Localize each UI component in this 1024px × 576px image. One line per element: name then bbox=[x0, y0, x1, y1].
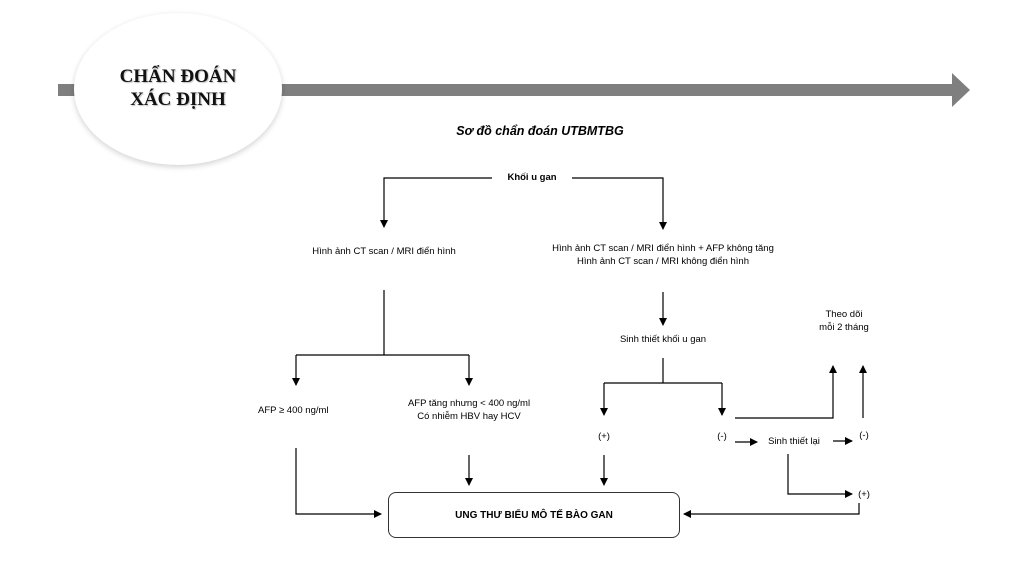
node-root: Khối u gan bbox=[507, 172, 557, 183]
node-positive: (+) bbox=[598, 431, 610, 442]
node-afp-mid-line2: Có nhiễm HBV hay HCV bbox=[417, 411, 521, 422]
node-biopsy: Sinh thiết khối u gan bbox=[619, 334, 707, 345]
header-circle bbox=[74, 13, 282, 165]
connector-root-right bbox=[572, 177, 667, 230]
node-afp-mid-line1: AFP tăng nhưng < 400 ng/ml bbox=[407, 398, 531, 409]
node-afp-high: AFP ≥ 400 ng/ml bbox=[258, 405, 329, 416]
banner-arrow-shaft bbox=[58, 84, 958, 96]
node-right-branch-line2: Hình ảnh CT scan / MRI không điển hình bbox=[577, 256, 749, 267]
node-negative: (-) bbox=[717, 431, 727, 442]
node-right-branch-line1: Hình ảnh CT scan / MRI điển hình + AFP k… bbox=[552, 243, 774, 254]
connector-rebiopsy-positive bbox=[787, 454, 853, 498]
node-rebiopsy-negative: (-) bbox=[859, 430, 869, 441]
result-box: UNG THƯ BIỂU MÔ TẾ BÀO GAN bbox=[388, 492, 680, 538]
node-rebiopsy-positive: (+) bbox=[858, 489, 870, 500]
banner-arrow-head bbox=[952, 73, 970, 107]
header-title-line1: CHẨN ĐOÁN bbox=[119, 66, 237, 87]
diagram-title: Sơ đồ chẩn đoán UTBMTBG bbox=[456, 124, 624, 138]
node-followup-line1: Theo dõi bbox=[825, 309, 863, 320]
node-followup-line2: mỗi 2 tháng bbox=[819, 322, 869, 333]
node-rebiopsy: Sinh thiết lại bbox=[768, 436, 820, 447]
result-label: UNG THƯ BIỂU MÔ TẾ BÀO GAN bbox=[455, 509, 613, 521]
connector-negative-followup bbox=[735, 365, 837, 419]
header-title-line2: XÁC ĐỊNH bbox=[130, 89, 226, 110]
connector-rebiopsy-positive-result bbox=[683, 503, 860, 518]
connector-root-left bbox=[380, 177, 492, 228]
connector-afp-high-result bbox=[295, 448, 382, 518]
node-left-branch: Hình ảnh CT scan / MRI điển hình bbox=[312, 246, 456, 257]
